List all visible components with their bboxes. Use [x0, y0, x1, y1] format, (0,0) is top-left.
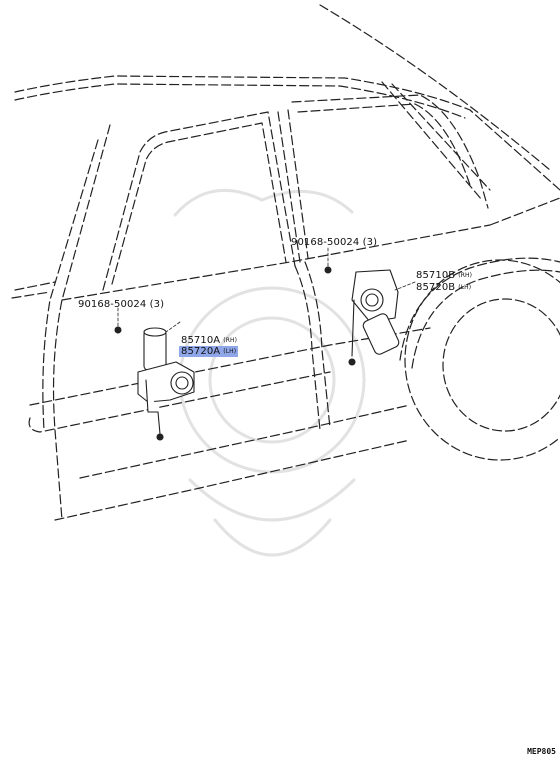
callout-motor-front-rh-side: (RH) — [223, 337, 238, 344]
rear-window-motor — [348, 269, 400, 366]
leader-motor-front — [165, 321, 181, 333]
door-body — [28, 224, 491, 521]
rear-wheel — [399, 197, 560, 461]
callout-motor-rear-lh-side: (LH) — [458, 284, 472, 291]
callout-motor-front-rh: 85710A(RH) — [181, 335, 237, 346]
callout-motor-rear-rh: 85710B(RH) — [416, 270, 472, 281]
bolt-left-marker — [114, 326, 122, 334]
callout-motor-front-lh: 85720A(LH) — [179, 346, 239, 357]
diagram-code: MEP805 — [527, 747, 556, 756]
callout-motor-front-lh-part: 85720A — [181, 346, 221, 357]
callout-bolt-right-qty: (3) — [362, 237, 378, 248]
callout-bolt-right-part: 90168-50024 — [291, 237, 360, 248]
roof-outline — [14, 4, 560, 201]
callout-bolt-left-qty: (3) — [149, 299, 165, 310]
callout-motor-front-rh-part: 85710A — [181, 335, 221, 346]
front-window-motor — [137, 327, 195, 441]
callout-motor-front-lh-side: (LH) — [223, 348, 237, 355]
rear-window — [277, 94, 489, 263]
callout-bolt-left: 90168-50024 (3) — [78, 299, 164, 310]
front-door-edge — [11, 124, 111, 521]
bolt-markers — [114, 266, 332, 334]
callout-motor-rear-lh: 85720B(LH) — [416, 282, 471, 293]
callout-motor-rear-rh-part: 85710B — [416, 270, 456, 281]
leader-motor-rear — [394, 281, 416, 291]
leader-lines — [117, 247, 416, 333]
callout-motor-front-lh-highlight: 85720A(LH) — [179, 346, 239, 357]
callout-motor-rear-rh-side: (RH) — [458, 272, 473, 279]
callout-bolt-left-part: 90168-50024 — [78, 299, 147, 310]
callout-motor-rear-lh-part: 85720B — [416, 282, 456, 293]
front-window — [102, 111, 296, 291]
bolt-right-marker — [324, 266, 332, 274]
callout-bolt-right: 90168-50024 (3) — [291, 237, 377, 248]
